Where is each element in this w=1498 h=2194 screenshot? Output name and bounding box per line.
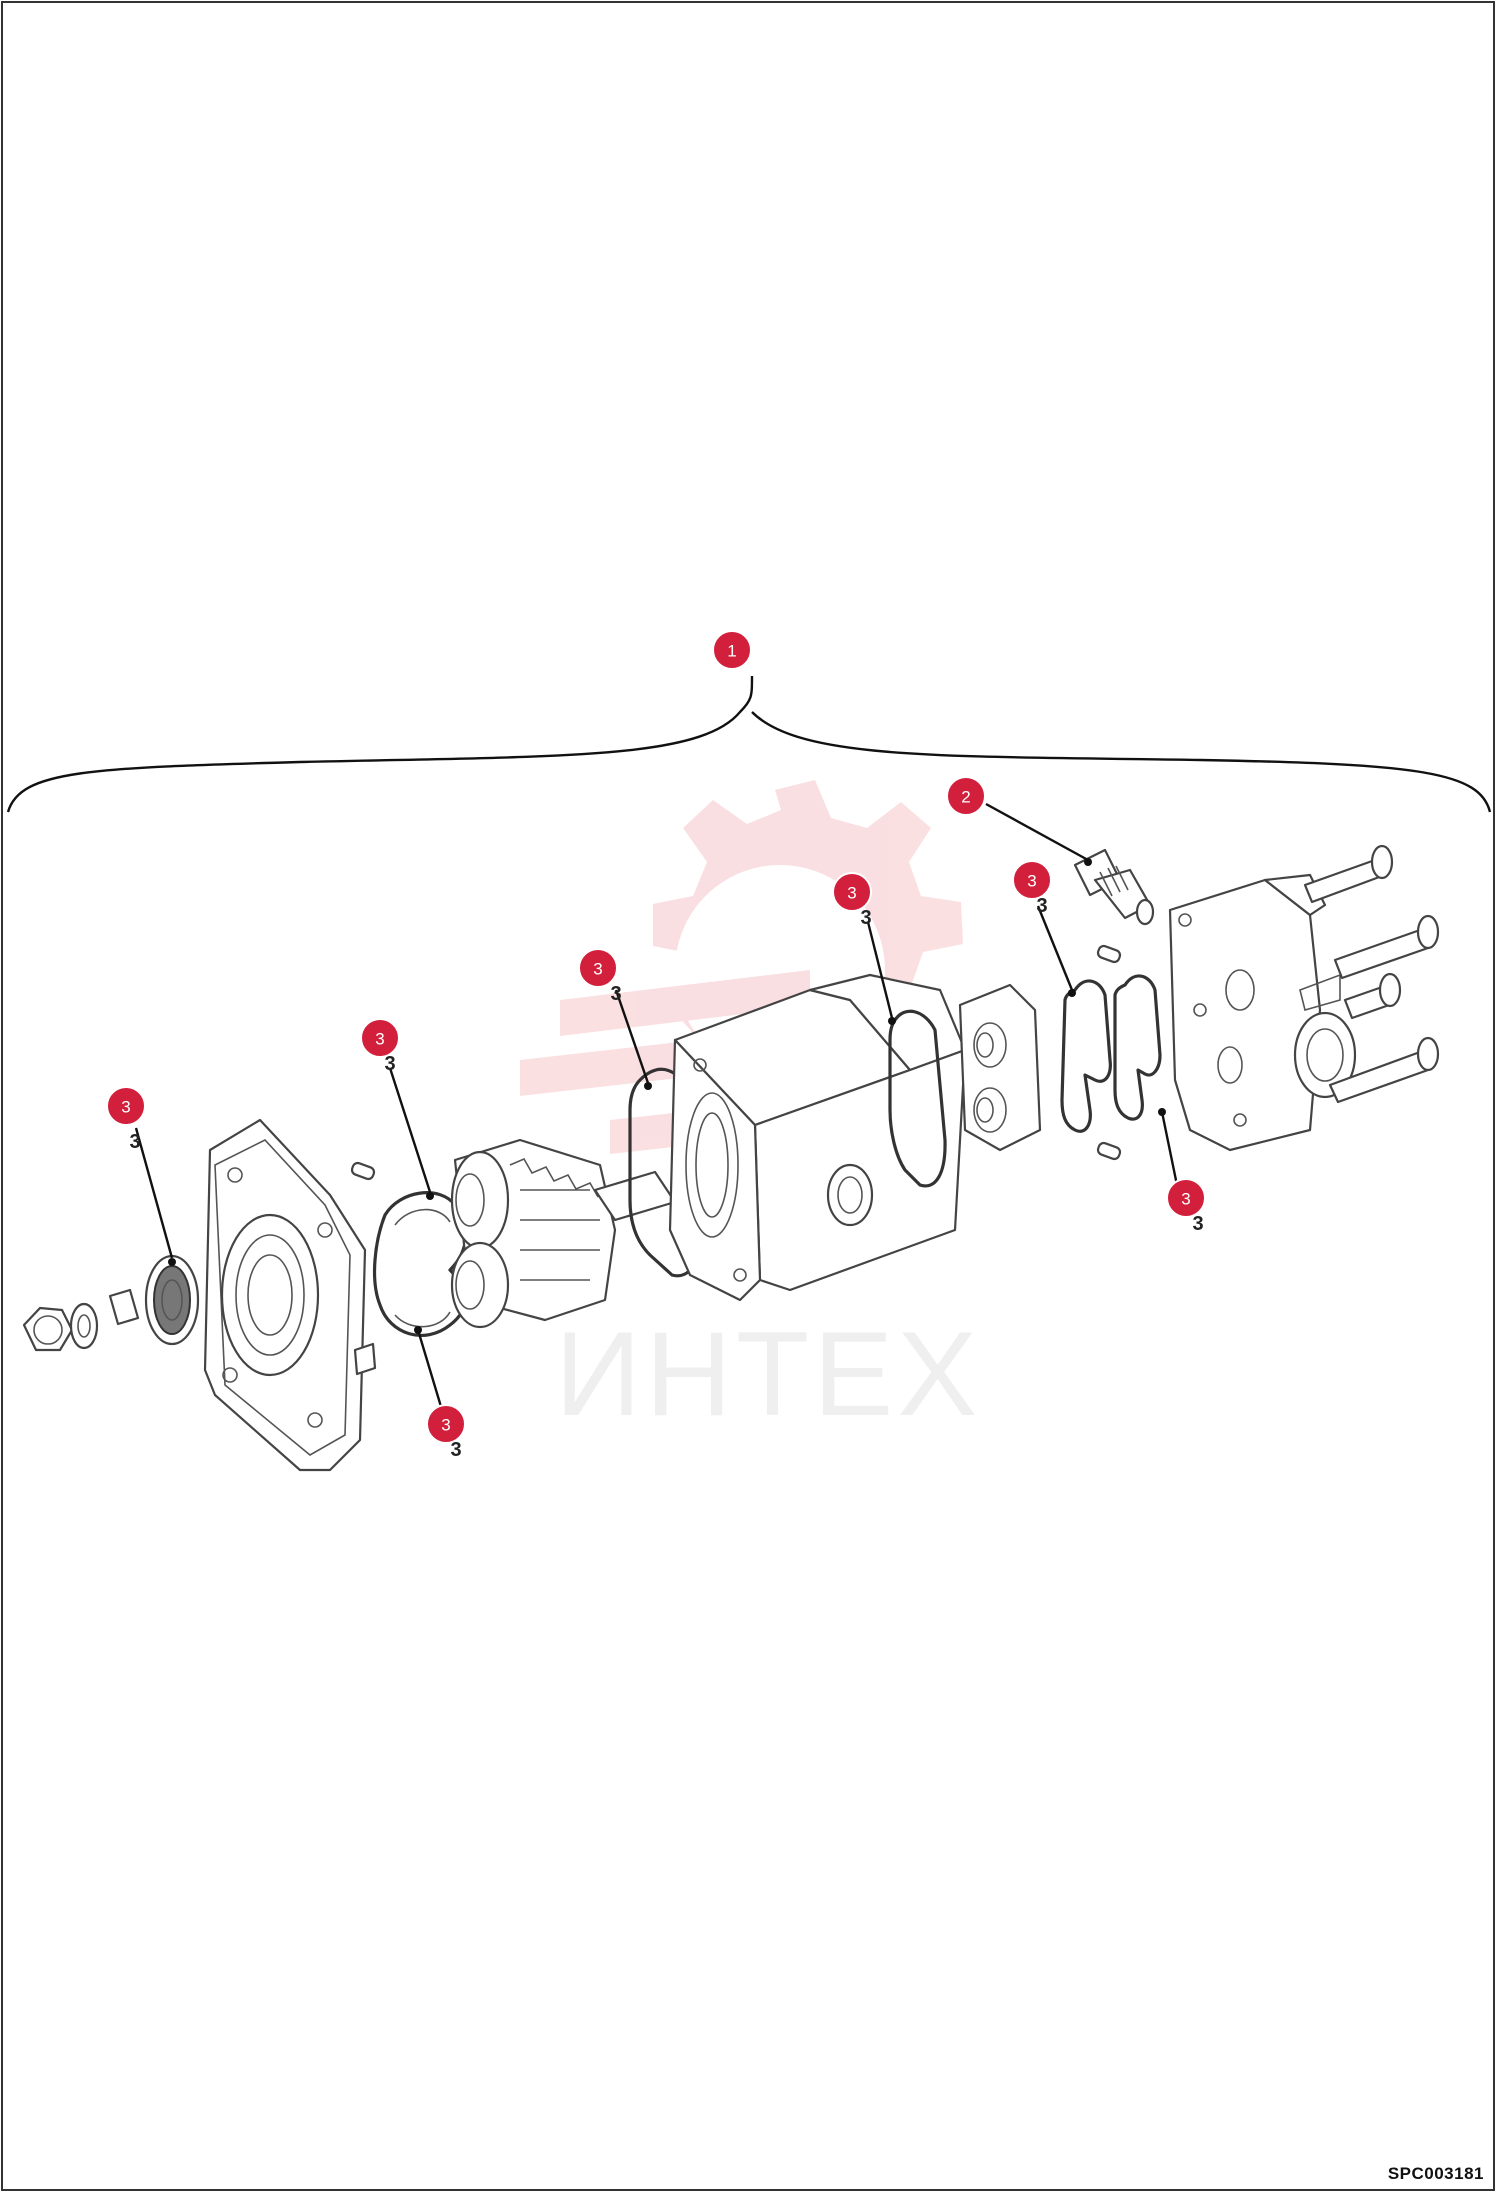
leader-callout-3g (1160, 1111, 1180, 1191)
callout-circle (426, 1404, 466, 1444)
leader-callout-3e (866, 921, 894, 1019)
callout-number: 3 (610, 983, 621, 1005)
callout-label: 3 (847, 884, 856, 903)
callout-badge-3[interactable]: 3 (426, 1404, 466, 1444)
callout-circle (1166, 1178, 1206, 1218)
callout-badge-1[interactable]: 1 (712, 630, 752, 670)
callout-circle (1012, 860, 1052, 900)
callout-badge-3[interactable]: 3 (578, 948, 618, 988)
cover-bolts (1303, 844, 1440, 1104)
callout-circle (360, 1018, 400, 1058)
callout-number: 3 (384, 1053, 395, 1075)
leader-callout-3a (134, 1127, 174, 1259)
callout-number: 3 (450, 1439, 461, 1461)
front-seal-plate (372, 1191, 468, 1337)
callout-label: 1 (727, 642, 736, 661)
nut-and-washers (22, 1288, 140, 1352)
callout-badge-3[interactable]: 3 (832, 872, 872, 912)
body-o-ring-rear (888, 1009, 947, 1188)
assembly-brace (6, 675, 1492, 813)
rear-seal-plate-2 (1113, 974, 1162, 1121)
callout-label: 3 (121, 1098, 130, 1117)
bushing-block (958, 983, 1042, 1152)
rear-seal-plate-1 (1060, 979, 1112, 1133)
callout-label: 3 (593, 960, 602, 979)
callout-badge-3[interactable]: 3 (1166, 1178, 1206, 1218)
callout-badge-3[interactable]: 3 (1012, 860, 1052, 900)
callout-badge-3[interactable]: 3 (360, 1018, 400, 1058)
leader-callout-3d (614, 989, 650, 1084)
dowel-pin (1096, 944, 1122, 964)
callout-number: 3 (860, 907, 871, 929)
callout-circle (578, 948, 618, 988)
dowel-pin (1096, 1141, 1122, 1161)
gear-pair (450, 1138, 677, 1329)
callout-label: 3 (1181, 1190, 1190, 1209)
callout-number: 3 (129, 1131, 140, 1153)
callout-label: 2 (961, 788, 970, 807)
callout-badge-3[interactable]: 3 (106, 1086, 146, 1126)
leader-callout-2 (985, 802, 1089, 862)
relief-valve (1073, 848, 1155, 926)
pump-body (668, 973, 967, 1302)
watermark-text: ИНТЕХ (555, 1307, 981, 1441)
callout-circle (712, 630, 752, 670)
leader-callout-3b (388, 1067, 432, 1193)
shaft-seal-ring (144, 1254, 200, 1346)
callout-circle (106, 1086, 146, 1126)
callout-label: 3 (441, 1416, 450, 1435)
front-flange (203, 1118, 377, 1472)
rear-cover (1168, 873, 1357, 1152)
callout-number: 3 (1192, 1213, 1203, 1235)
callout-number: 3 (1036, 895, 1047, 917)
drawing-code: SPC003181 (1387, 2164, 1484, 2183)
callout-label: 3 (375, 1030, 384, 1049)
dowel-pin (350, 1161, 376, 1181)
callout-circle (946, 776, 986, 816)
callout-label: 3 (1027, 872, 1036, 891)
callout-badge-2[interactable]: 2 (946, 776, 986, 816)
callout-circle (832, 872, 872, 912)
leader-callout-3f (1036, 905, 1074, 991)
